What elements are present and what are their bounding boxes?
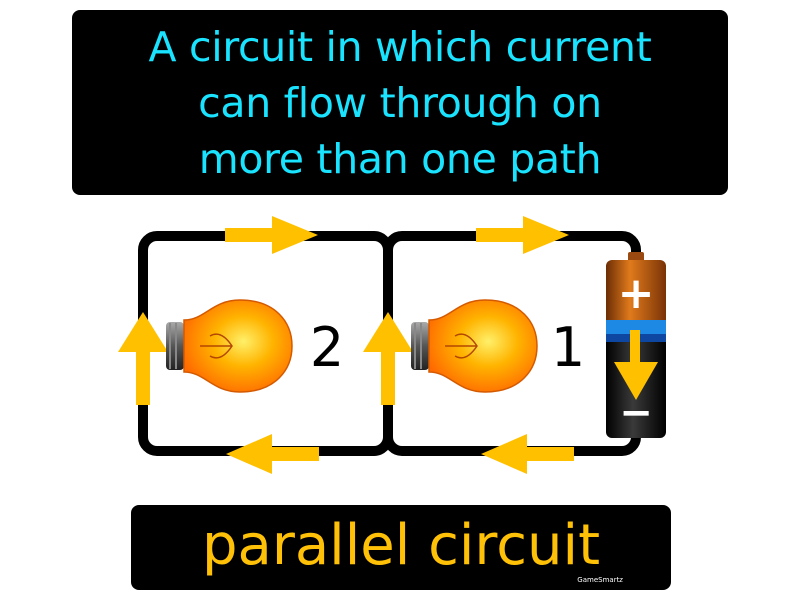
definition-text: A circuit in which current can flow thro… — [149, 19, 652, 187]
arrow-up-icon — [363, 312, 413, 405]
bulb-2-label: 2 — [310, 316, 344, 379]
term-box: parallel circuit GameSmartz — [131, 505, 671, 590]
battery-negative-label: − — [619, 390, 653, 436]
definition-line-3: more than one path — [198, 134, 602, 183]
definition-box: A circuit in which current can flow thro… — [72, 10, 728, 195]
bulb-1-label: 1 — [551, 316, 585, 379]
arrow-down-icon — [614, 362, 658, 400]
current-arrows — [118, 216, 574, 474]
definition-line-1: A circuit in which current — [148, 22, 652, 71]
brand-label: GameSmartz — [577, 576, 623, 584]
definition-line-2: can flow through on — [198, 78, 602, 127]
arrow-right-icon — [225, 216, 318, 254]
arrow-left-icon — [481, 434, 574, 474]
battery-icon: + − — [606, 252, 666, 438]
arrow-up-icon — [118, 312, 168, 405]
light-bulb-2-icon — [166, 299, 293, 393]
light-bulb-1-icon — [411, 299, 538, 393]
battery-positive-label: + — [618, 268, 655, 319]
term-label: parallel circuit — [201, 513, 601, 578]
arrow-left-icon — [226, 434, 319, 474]
arrow-right-icon — [476, 216, 569, 254]
